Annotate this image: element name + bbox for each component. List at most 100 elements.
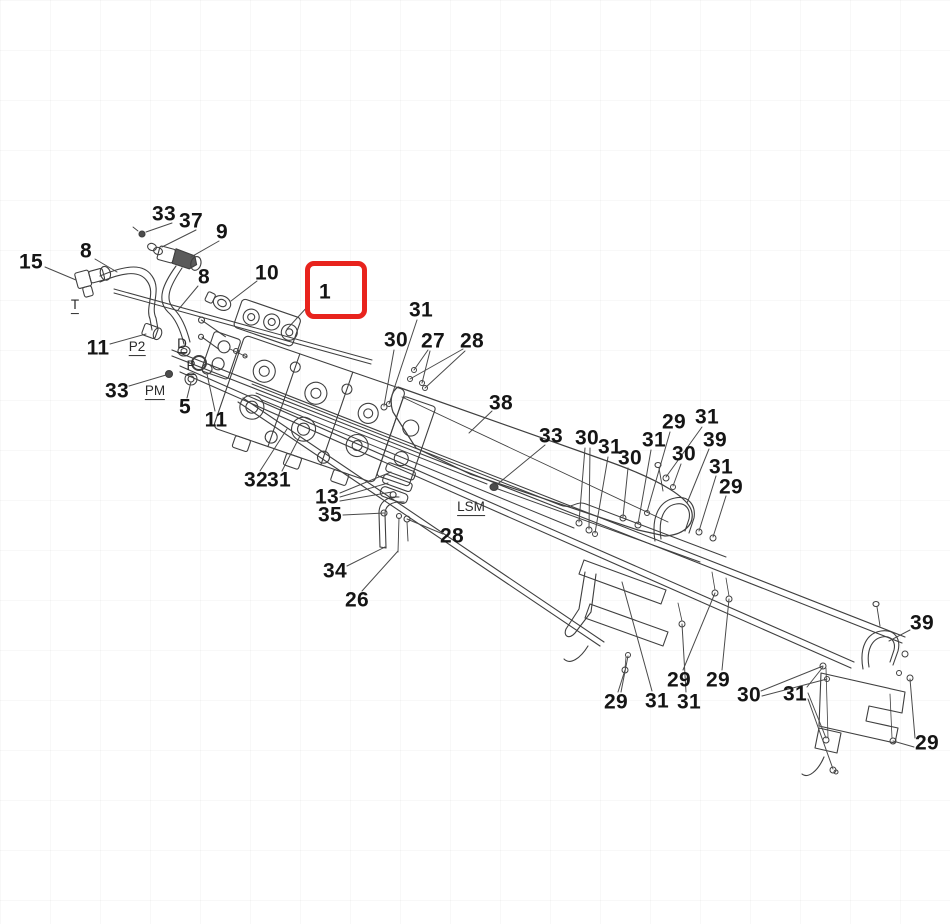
part-label-31[interactable]: 31 (645, 689, 669, 713)
part-label-26[interactable]: 26 (345, 588, 369, 612)
leader-line-29 (646, 431, 671, 513)
part-label-30[interactable]: 30 (575, 426, 599, 450)
leader-lines (44, 222, 916, 770)
port-label-PM: PM (144, 383, 166, 400)
port-label-LSM: LSM (457, 499, 485, 516)
leader-line-29 (617, 669, 626, 693)
part-label-32[interactable]: 32 (244, 468, 268, 492)
leader-line-31 (806, 666, 824, 688)
part-label-29[interactable]: 29 (604, 690, 628, 714)
part-label-31[interactable]: 31 (642, 428, 666, 452)
leader-line-9 (190, 240, 220, 258)
leader-line-31 (594, 456, 609, 534)
part-label-29[interactable]: 29 (667, 668, 691, 692)
leader-line-37 (161, 229, 197, 248)
frame-rails (171, 349, 906, 669)
leader-line-30 (760, 665, 824, 692)
middle-brackets (563, 461, 695, 662)
leader-line-29 (909, 678, 916, 739)
part-label-29[interactable]: 29 (915, 731, 939, 755)
part-label-34[interactable]: 34 (323, 559, 347, 583)
leader-line-33 (128, 374, 167, 387)
leader-line-34 (346, 546, 386, 567)
part-label-8[interactable]: 8 (80, 239, 92, 263)
leader-line-33 (145, 222, 173, 233)
part-label-30[interactable]: 30 (618, 446, 642, 470)
part-label-31[interactable]: 31 (709, 455, 733, 479)
part-label-9[interactable]: 9 (216, 220, 228, 244)
leader-line-33 (493, 444, 546, 488)
tee-fitting-15 (74, 265, 112, 298)
part-label-8[interactable]: 8 (198, 265, 210, 289)
part-label-29[interactable]: 29 (662, 410, 686, 434)
part-label-33[interactable]: 33 (539, 424, 563, 448)
leader-line-8 (94, 258, 118, 273)
leader-line-35 (342, 512, 385, 516)
leader-line-30 (672, 463, 682, 487)
leader-line-8 (177, 285, 199, 311)
support-beam (390, 386, 693, 537)
part-label-31[interactable]: 31 (598, 435, 622, 459)
leader-line-13 (339, 491, 393, 502)
rear-bracket-assembly (801, 600, 906, 776)
leader-line-29 (682, 592, 716, 671)
part-label-28[interactable]: 28 (460, 329, 484, 353)
leader-line-31 (807, 692, 827, 739)
part-label-27[interactable]: 27 (421, 329, 445, 353)
part-label-5[interactable]: 5 (179, 395, 191, 419)
leader-line-30 (622, 467, 629, 518)
fitting-10 (204, 291, 232, 311)
part-label-30[interactable]: 30 (737, 683, 761, 707)
part-label-30[interactable]: 30 (672, 442, 696, 466)
leader-line-28 (406, 518, 444, 535)
part-label-29[interactable]: 29 (719, 475, 743, 499)
leader-line-11 (109, 333, 147, 345)
leader-line-39 (888, 629, 911, 642)
part-label-13[interactable]: 13 (315, 485, 339, 509)
part-label-33[interactable]: 33 (152, 202, 176, 226)
leader-line-29 (620, 655, 629, 693)
part-label-11[interactable]: 11 (204, 408, 228, 432)
nut-11a (141, 322, 163, 341)
leader-line-32 (259, 428, 288, 472)
leader-line-13 (339, 482, 389, 498)
part-label-31[interactable]: 31 (695, 405, 719, 429)
part-label-33[interactable]: 33 (105, 379, 129, 403)
part-label-37[interactable]: 37 (179, 209, 203, 233)
selected-part-highlight-box[interactable] (305, 261, 367, 319)
part-label-30[interactable]: 30 (384, 328, 408, 352)
part-label-39[interactable]: 39 (703, 428, 727, 452)
leader-line-28 (424, 350, 466, 389)
control-valve-assembly (197, 298, 436, 487)
part-label-28[interactable]: 28 (440, 524, 464, 548)
part-label-35[interactable]: 35 (318, 503, 342, 527)
part-label-31[interactable]: 31 (267, 468, 291, 492)
part-label-10[interactable]: 10 (255, 261, 279, 285)
part-label-15[interactable]: 15 (19, 250, 43, 274)
leader-line-10 (230, 280, 258, 302)
part-label-31[interactable]: 31 (783, 682, 807, 706)
leader-line-31 (281, 435, 301, 472)
leader-line-13 (339, 471, 392, 494)
leader-line-28 (409, 348, 464, 380)
leader-line-31 (621, 581, 653, 692)
leader-line-15 (44, 266, 77, 281)
port-label-T: T (70, 297, 80, 314)
part-label-39[interactable]: 39 (910, 611, 934, 635)
part-label-38[interactable]: 38 (489, 391, 513, 415)
part-label-11[interactable]: 11 (86, 336, 110, 360)
elbow-fitting-9 (156, 245, 202, 271)
leader-line-11 (206, 373, 216, 412)
part-label-31[interactable]: 31 (677, 690, 701, 714)
leader-line-30 (383, 349, 395, 407)
part-label-31[interactable]: 31 (409, 298, 433, 322)
leader-line-30 (578, 447, 586, 523)
leader-line-30 (588, 447, 591, 530)
leader-line-5 (186, 381, 192, 399)
part-label-1[interactable]: 1 (319, 280, 331, 304)
leader-line-31 (698, 475, 717, 532)
part-label-29[interactable]: 29 (706, 668, 730, 692)
